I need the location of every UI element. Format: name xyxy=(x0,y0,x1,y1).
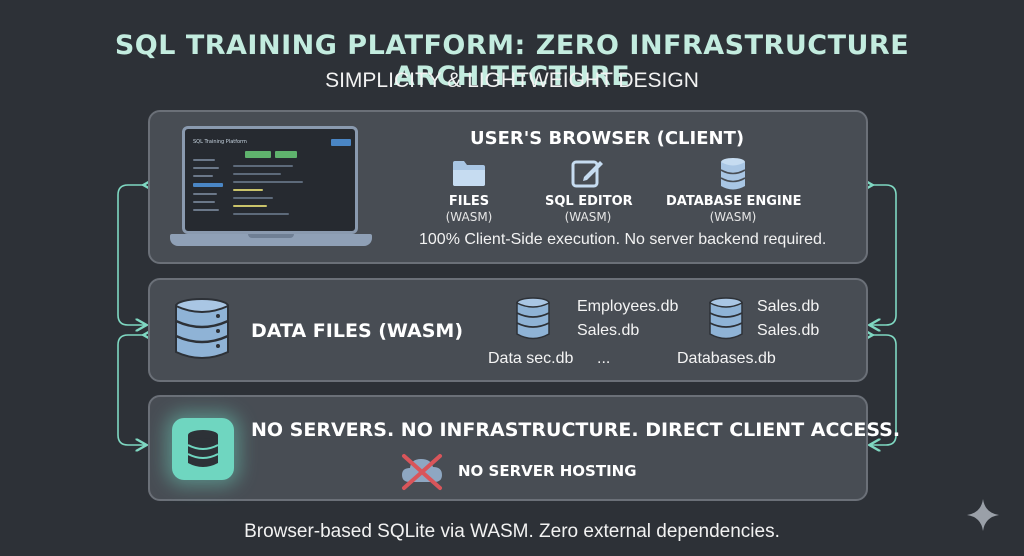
laptop-notch xyxy=(248,234,294,238)
database-icon xyxy=(720,158,746,190)
file-sales: Sales.db xyxy=(757,298,820,315)
file-sales: Sales.db xyxy=(757,322,820,339)
page-title: SQL TRAINING PLATFORM: ZERO INFRASTRUCTU… xyxy=(114,30,910,92)
file-data-sec: Data sec.db xyxy=(488,350,574,367)
no-server-panel xyxy=(148,395,868,501)
laptop-base xyxy=(170,234,372,246)
edit-icon xyxy=(571,160,603,188)
component-files-name: FILES xyxy=(448,194,490,209)
sparkle-icon xyxy=(967,499,999,531)
component-editor-sub: (WASM) xyxy=(564,210,612,224)
folder-icon xyxy=(453,161,485,186)
glowing-database-icon xyxy=(172,418,234,480)
laptop-icon: SQL Training Platform xyxy=(182,126,358,234)
file-databases: Databases.db xyxy=(677,350,776,367)
screen-export-button xyxy=(331,139,351,146)
database-icon xyxy=(709,297,743,340)
left-arrow-client-data xyxy=(117,185,145,325)
left-arrow-data-noserver xyxy=(117,335,145,445)
footer-text: Browser-based SQLite via WASM. Zero exte… xyxy=(244,521,780,542)
database-icon xyxy=(516,297,550,340)
data-files-heading: DATA FILES (WASM) xyxy=(251,320,464,342)
crossed-cloud-icon xyxy=(402,454,442,490)
component-files-sub: (WASM) xyxy=(445,210,493,224)
file-sales: Sales.db xyxy=(577,322,640,339)
laptop-app-title: SQL Training Platform xyxy=(193,139,247,145)
right-arrow-client-data xyxy=(871,185,897,325)
component-engine-sub: (WASM) xyxy=(709,210,757,224)
component-editor-name: SQL EDITOR xyxy=(545,194,633,209)
no-server-heading: NO SERVERS. NO INFRASTRUCTURE. DIRECT CL… xyxy=(251,419,901,441)
client-note: 100% Client-Side execution. No server ba… xyxy=(419,231,827,248)
client-heading: USER'S BROWSER (CLIENT) xyxy=(470,128,745,149)
screen-run-button xyxy=(245,151,271,158)
screen-sidebar xyxy=(193,155,225,225)
file-employees: Employees.db xyxy=(577,298,679,315)
page-subtitle: SIMPLICITY & LIGHTWEIGHT DESIGN xyxy=(325,69,699,92)
no-hosting-label: NO SERVER HOSTING xyxy=(458,462,637,480)
screen-clear-button xyxy=(275,151,297,158)
file-ellipsis: ... xyxy=(597,350,611,367)
component-engine-name: DATABASE ENGINE xyxy=(666,194,802,209)
data-files-panel xyxy=(148,278,868,382)
large-database-icon xyxy=(175,298,229,359)
